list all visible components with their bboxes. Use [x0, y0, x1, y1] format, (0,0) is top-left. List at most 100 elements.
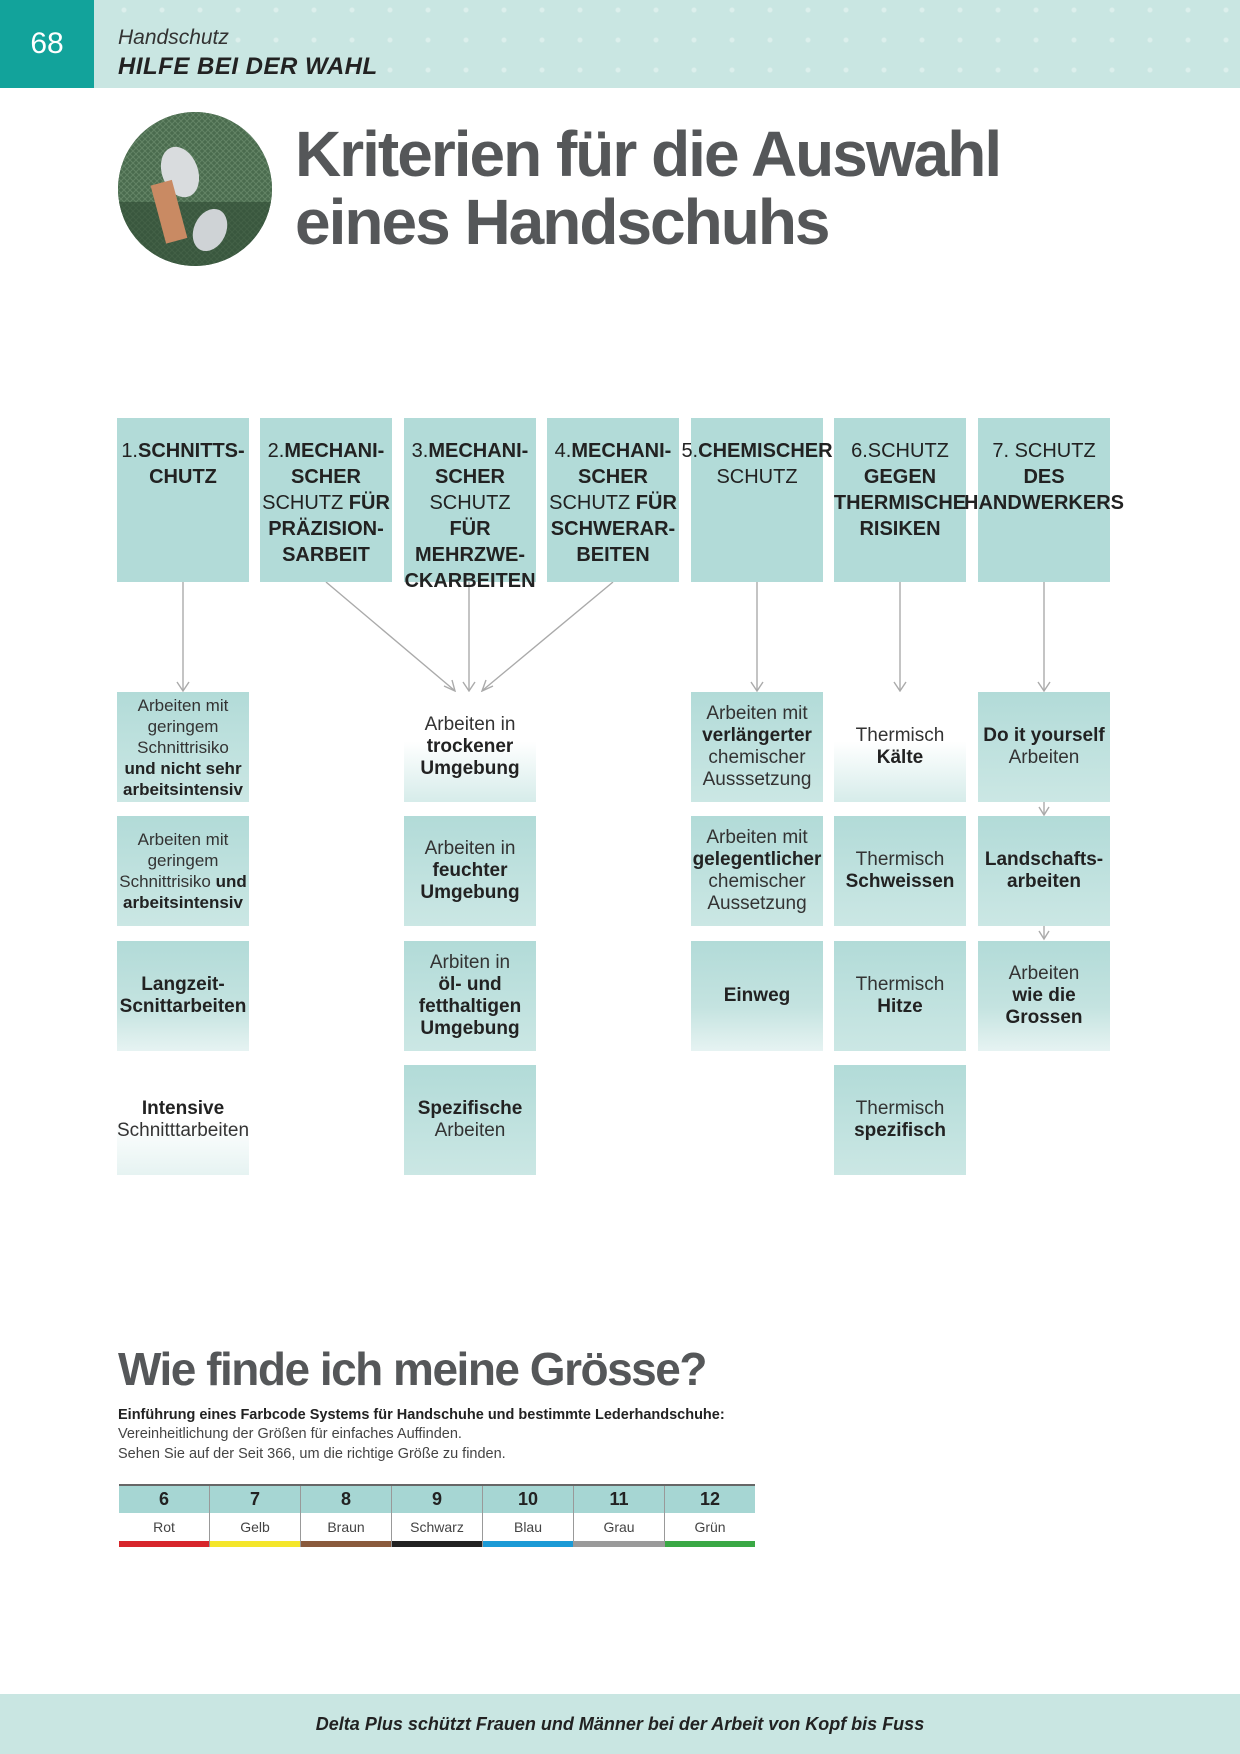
opt-text: Umgebung	[420, 882, 520, 903]
cat-text: 5.	[681, 440, 699, 462]
page-number: 68	[0, 0, 94, 88]
cat-text: 4.	[554, 440, 572, 462]
size-color-table: 6 7 8 9 10 11 12 Rot Gelb Braun Schwarz …	[119, 1484, 755, 1547]
option-box: Landschafts- arbeiten	[978, 816, 1110, 926]
category-1: 1.SCHNITTS- CHUTZ	[117, 418, 249, 582]
category-5: 5.CHEMISCHER SCHUTZ	[681, 418, 833, 582]
size-cell: 8	[300, 1484, 392, 1513]
opt-text: Arbeiten	[434, 1120, 506, 1141]
opt-text: arbeitsintensiv	[123, 893, 243, 912]
color-swatch	[209, 1541, 301, 1547]
option-box: Arbeiten in feuchter Umgebung	[404, 816, 536, 926]
opt-text: Intensive	[141, 1098, 225, 1119]
cat-text: BEITEN	[576, 544, 650, 566]
footer-text: Delta Plus schützt Frauen und Männer bei…	[315, 1713, 925, 1734]
opt-text: chemischer	[708, 871, 806, 892]
cat-text: PRÄZISION-	[268, 518, 384, 540]
header-band	[0, 0, 1240, 88]
cat-text: CHUTZ	[149, 466, 217, 488]
size-cell: 7	[209, 1484, 301, 1513]
opt-text: Spezifische	[417, 1098, 523, 1119]
cat-text: CHEMISCHER	[698, 440, 833, 462]
cat-text: 3.	[411, 440, 429, 462]
cat-text: MEHRZWE-	[415, 544, 525, 566]
opt-text: Arbeiten in	[424, 838, 516, 859]
color-cell: Grün	[694, 1519, 726, 1535]
header-title: HILFE BEI DER WAHL	[118, 53, 378, 80]
opt-text: Arbeiten mit	[137, 695, 229, 715]
opt-text: Grossen	[1005, 1007, 1083, 1028]
option-box: Arbeiten mit geringem Schnittrisiko und …	[117, 692, 249, 802]
opt-text: Landschafts-	[984, 849, 1104, 870]
opt-text: gelegentlicher	[692, 849, 822, 870]
size-cell: 11	[573, 1484, 665, 1513]
opt-text: Schnitttarbeiten	[116, 1120, 250, 1141]
option-box: Thermisch spezifisch	[834, 1065, 966, 1175]
size-cell: 12	[664, 1484, 755, 1513]
cat-text: 6.SCHUTZ	[851, 440, 949, 462]
opt-text: Schnittrisiko	[137, 737, 229, 757]
cat-text: GEGEN	[863, 466, 937, 488]
option-box: Arbeiten mit verlängerter chemischer Aus…	[691, 692, 823, 802]
cat-text: FÜR	[348, 492, 390, 514]
color-cell: Blau	[482, 1513, 574, 1541]
opt-text: feuchter	[432, 860, 508, 881]
opt-text: und	[210, 872, 247, 891]
opt-text: Arbeiten mit	[706, 827, 808, 848]
opt-text: spezifisch	[854, 1120, 946, 1141]
opt-text: Do it yourself	[983, 725, 1105, 746]
color-cell: Braun	[300, 1513, 392, 1541]
opt-text: Thermisch	[855, 725, 945, 746]
color-cell: Grau	[573, 1513, 665, 1541]
opt-text: Aussetzung	[707, 893, 807, 914]
swatch-row	[119, 1541, 755, 1547]
cat-text: DES	[1023, 466, 1065, 488]
cat-text: SCHUTZ	[429, 492, 511, 514]
option-box: Thermisch Schweissen	[834, 816, 966, 926]
footer-band: Delta Plus schützt Frauen und Männer bei…	[0, 1694, 1240, 1754]
cat-text: RISIKEN	[859, 518, 941, 540]
opt-text: Schweissen	[845, 871, 955, 892]
opt-text: Kälte	[876, 747, 924, 768]
option-box: Thermisch Hitze	[834, 941, 966, 1051]
size-cell: 10	[482, 1484, 574, 1513]
size-cell: 6	[119, 1484, 210, 1513]
opt-text: Thermisch	[855, 974, 945, 995]
opt-text: Arbeiten	[1008, 747, 1080, 768]
opt-text: arbeitsintensiv	[123, 779, 243, 799]
cat-text: SCHUTZ	[549, 492, 636, 514]
color-swatch	[664, 1541, 755, 1547]
option-box: Thermisch Kälte	[834, 692, 966, 802]
option-box: Do it yourself Arbeiten	[978, 692, 1110, 802]
cat-text: MECHANI-	[571, 440, 672, 462]
opt-text: fetthaltigen	[418, 996, 522, 1017]
page-title-line-1: Kriterien für die Auswahl	[295, 118, 1002, 190]
color-swatch	[391, 1541, 483, 1547]
opt-text: arbeiten	[1007, 871, 1081, 892]
opt-text: verlängerter	[702, 725, 812, 746]
cat-text: 7. SCHUTZ	[992, 440, 1096, 462]
size-text-2: Sehen Sie auf der Seit 366, um die richt…	[118, 1446, 506, 1462]
cat-text: FÜR	[449, 518, 491, 540]
category-2: 2.MECHANI- SCHER SCHUTZ FÜR PRÄZISION- S…	[260, 418, 392, 582]
opt-text: öl- und	[438, 974, 502, 995]
color-swatch	[573, 1541, 665, 1547]
glove-photo	[118, 112, 272, 266]
opt-text: trockener	[426, 736, 514, 757]
cat-text: SCHNITTS-	[138, 440, 245, 462]
opt-text: geringem	[147, 716, 219, 736]
opt-text: Umgebung	[420, 758, 520, 779]
cat-text: SCHER	[290, 466, 361, 488]
page-title-line-2: eines Handschuhs	[295, 186, 831, 258]
category-3: 3.MECHANI- SCHER SCHUTZ FÜR MEHRZWE- CKA…	[404, 418, 536, 592]
size-cell: 9	[391, 1484, 483, 1513]
cat-text: SCHUTZ	[262, 492, 349, 514]
color-swatch	[300, 1541, 392, 1547]
opt-text: Arbeiten mit	[137, 830, 229, 849]
size-text-1: Vereinheitlichung der Größen für einfach…	[118, 1426, 462, 1442]
option-box: Spezifische Arbeiten	[404, 1065, 536, 1175]
option-box: Arbeiten in trockener Umgebung	[404, 692, 536, 802]
opt-text: Einweg	[723, 985, 791, 1006]
opt-text: Arbiten in	[429, 952, 511, 973]
cat-text: THERMISCHE	[833, 492, 967, 514]
